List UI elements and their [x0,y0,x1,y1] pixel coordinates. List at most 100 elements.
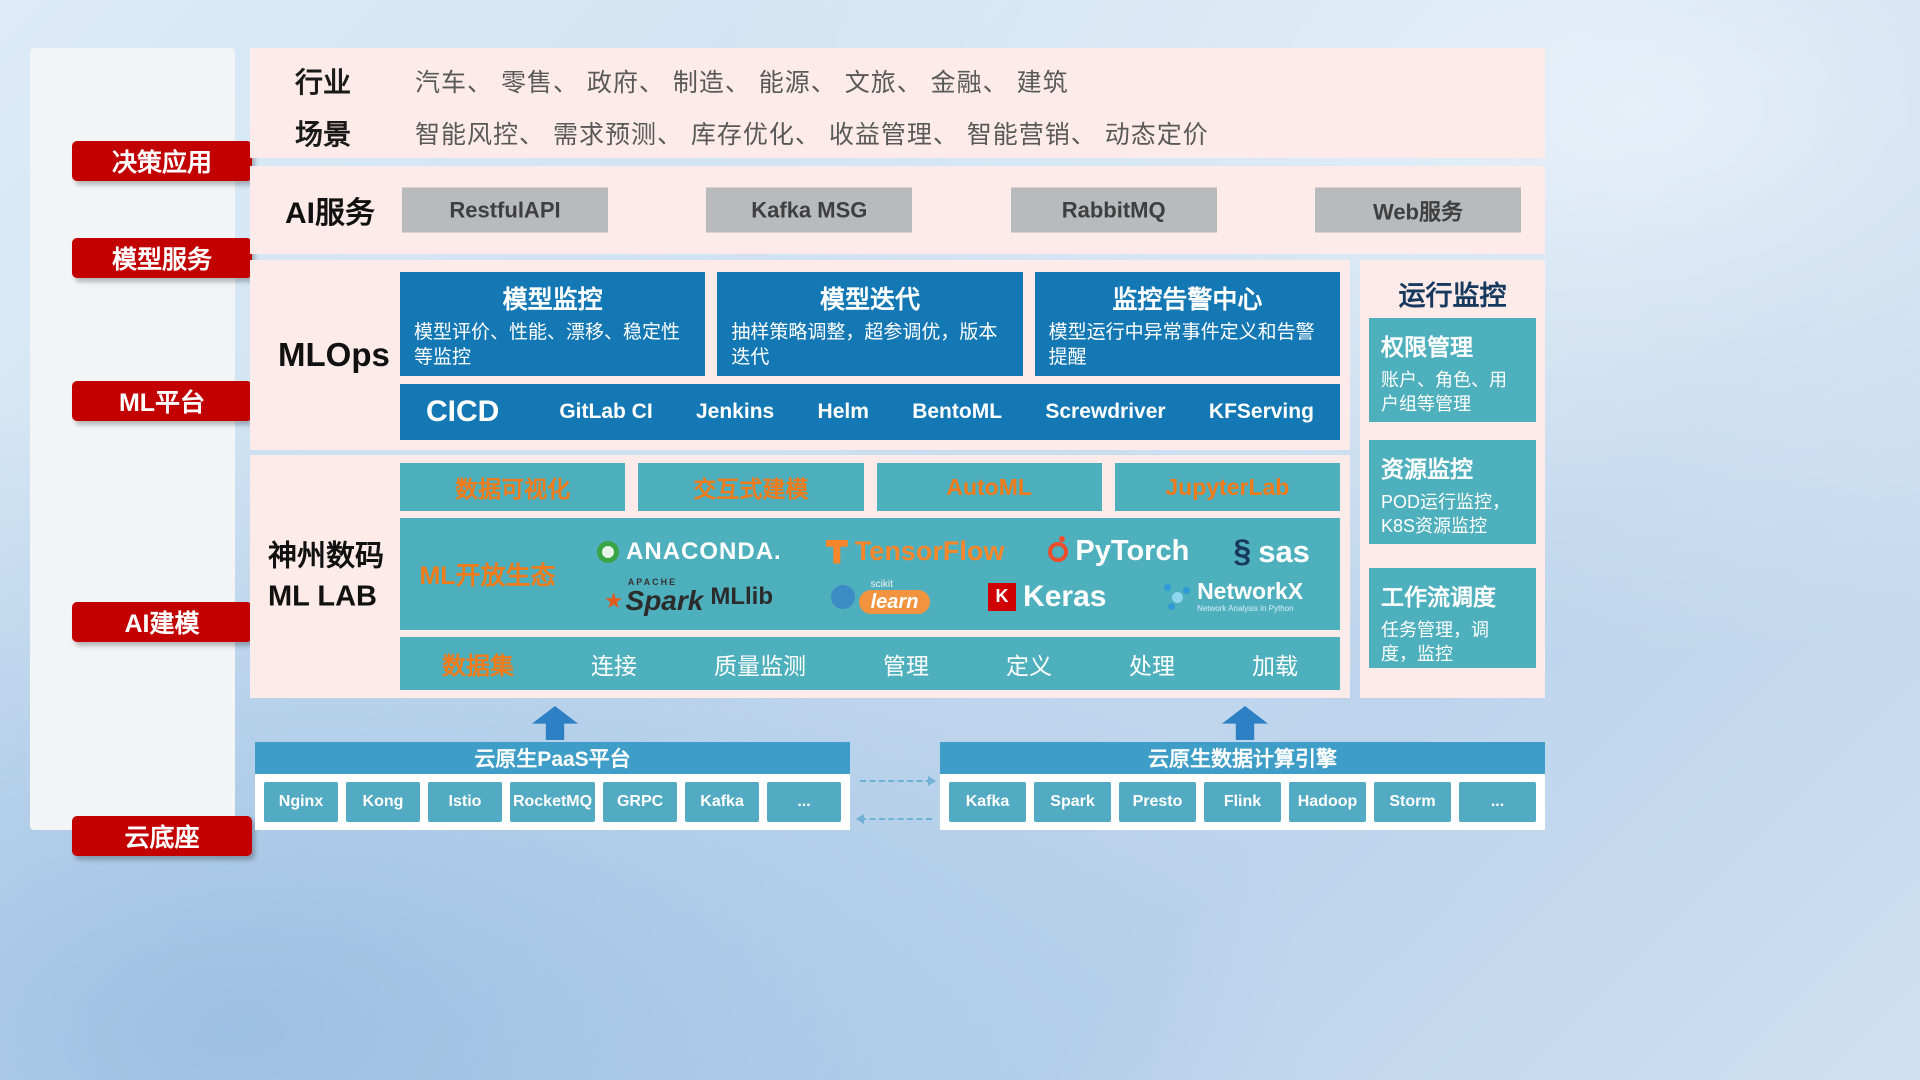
ai-service-buttons: RestfulAPI Kafka MSG RabbitMQ Web服务 [402,187,1521,233]
permission-management-card: 权限管理 账户、角色、用户组等管理 [1369,318,1536,422]
ml-lab-label-line2: ML LAB [268,580,378,613]
chip-storm: Storm [1374,782,1451,822]
pytorch-icon [1048,535,1069,562]
sidebar-item-cloud-base: 云底座 [72,816,252,856]
model-monitoring-card: 模型监控 模型评价、性能、漂移、稳定性等监控 [400,272,706,376]
ecosystem-logos: ANACONDA. TensorFlow PyTorch sas [575,533,1340,615]
anaconda-icon [597,540,620,563]
data-engine-bar: 云原生数据计算引擎 [940,742,1545,774]
ml-lab-label-line1: 神州数码 [268,539,385,572]
pytorch-text: PyTorch [1075,535,1190,567]
cicd-item-bentoml: BentoML [912,400,1003,423]
learn-text: learn [858,589,931,614]
spark-mllib-logo: APACHE Spark MLlib [604,578,773,615]
chip-rocketmq: RocketMQ [509,782,596,822]
dashed-arrow-right-icon [860,776,936,786]
cicd-bar: CICD GitLab CI Jenkins Helm BentoML Scre… [400,384,1340,440]
cicd-item-kfserving: KFServing [1208,400,1314,423]
industry-scenario-panel: 行业 汽车、 零售、 政府、 制造、 能源、 文旅、 金融、 建筑 场景 智能风… [250,48,1545,158]
chip-kong: Kong [345,782,420,822]
dataset-item-connect: 连接 [591,652,637,679]
tool-jupyterlab: JupyterLab [1114,463,1340,511]
card-title: 模型监控 [502,286,603,314]
paas-platform-components: Nginx Kong Istio RocketMQ GRPC Kafka ... [255,774,850,830]
keras-logo: K Keras [988,580,1106,614]
networkx-wordmark: NetworkX Network Analysis in Python [1197,579,1303,613]
sas-text: sas [1258,533,1310,569]
card-title: 工作流调度 [1381,584,1496,610]
anaconda-logo: ANACONDA. [597,538,782,566]
left-sidebar: 决策应用 模型服务 ML平台 AI建模 云底座 [30,48,252,856]
ai-service-rabbitmq: RabbitMQ [1010,187,1217,233]
card-title: 资源监控 [1381,456,1473,482]
mlops-panel: MLOps 模型监控 模型评价、性能、漂移、稳定性等监控 模型迭代 抽样策略调整… [250,260,1350,450]
cicd-item-gitlab-ci: GitLab CI [559,400,653,423]
mllib-text: MLlib [710,582,774,610]
spark-text: Spark [625,585,704,616]
ecosystem-label: ML开放生态 [419,562,556,590]
mlops-cards: 模型监控 模型评价、性能、漂移、稳定性等监控 模型迭代 抽样策略调整，超参调优，… [400,272,1340,376]
chip-kafka: Kafka [949,782,1026,822]
model-iteration-card: 模型迭代 抽样策略调整，超参调优，版本迭代 [717,272,1023,376]
dataset-item-manage: 管理 [883,652,929,679]
scikit-text: scikit [870,578,893,590]
dataset-item-define: 定义 [1006,652,1052,679]
card-body: 模型评价、性能、漂移、稳定性等监控 [414,322,681,368]
scikit-learn-wordmark: scikit learn [858,578,931,614]
ecosystem-logo-row-2: APACHE Spark MLlib scikit learn [575,578,1332,615]
spark-main: Spark [604,587,704,615]
industry-list: 汽车、 零售、 政府、 制造、 能源、 文旅、 金融、 建筑 [415,69,1069,97]
chip-presto: Presto [1119,782,1196,822]
card-body: 任务管理，调度，监控 [1381,620,1489,665]
cicd-item-helm: Helm [817,400,869,423]
dataset-item-process: 处理 [1129,652,1175,679]
card-title: 监控告警中心 [1112,286,1263,314]
networkx-icon [1164,583,1190,610]
sidebar-item-ml-platform: ML平台 [72,381,252,421]
ml-lab-label: 神州数码 ML LAB [268,536,384,617]
ai-service-kafka-msg: Kafka MSG [706,187,913,233]
scikit-learn-icon [830,584,855,609]
spark-star-icon [604,590,626,612]
run-monitoring-panel: 运行监控 权限管理 账户、角色、用户组等管理 资源监控 POD运行监控，K8S资… [1360,260,1545,698]
card-body: 账户、角色、用户组等管理 [1381,370,1507,415]
mlops-label: MLOps [278,336,390,373]
chip-grpc: GRPC [603,782,678,822]
ecosystem-logo-row-1: ANACONDA. TensorFlow PyTorch sas [575,533,1332,570]
apache-text: APACHE [627,577,678,587]
card-body: 抽样策略调整，超参调优，版本迭代 [731,322,998,368]
networkx-subtext: Network Analysis in Python [1197,603,1294,613]
cicd-items: GitLab CI Jenkins Helm BentoML Screwdriv… [559,400,1314,424]
dataset-item-quality: 质量监测 [714,652,806,679]
chip-flink: Flink [1204,782,1281,822]
tool-automl: AutoML [876,463,1102,511]
spark-logo: APACHE Spark [604,578,704,615]
alert-center-card: 监控告警中心 模型运行中异常事件定义和告警提醒 [1034,272,1340,376]
scenario-line: 场景 智能风控、 需求预测、 库存优化、 收益管理、 智能营销、 动态定价 [295,113,1545,153]
sas-icon [1233,533,1251,570]
tensorflow-logo: TensorFlow [825,536,1005,567]
ai-service-label: AI服务 [285,197,375,230]
ml-lab-tools: 数据可视化 交互式建模 AutoML JupyterLab [400,463,1340,511]
resource-monitoring-card: 资源监控 POD运行监控，K8S资源监控 [1369,440,1536,544]
sas-logo: sas [1233,533,1310,570]
chip-nginx: Nginx [264,782,338,822]
ai-service-web: Web服务 [1314,187,1521,233]
chip-more: ... [767,782,842,822]
chip-istio: Istio [427,782,502,822]
scenario-label: 场景 [295,119,352,150]
paas-platform-bar: 云原生PaaS平台 [255,742,850,774]
tensorflow-text: TensorFlow [854,536,1005,566]
dataset-item-load: 加载 [1252,652,1298,679]
sidebar-item-decision-application: 决策应用 [72,141,252,181]
tensorflow-icon [825,539,848,564]
industry-label: 行业 [295,67,352,98]
card-title: 模型迭代 [819,286,920,314]
anaconda-text: ANACONDA. [626,537,782,565]
industry-line: 行业 汽车、 零售、 政府、 制造、 能源、 文旅、 金融、 建筑 [295,61,1545,101]
dataset-bar: 数据集 连接 质量监测 管理 定义 处理 加载 [400,637,1340,690]
chip-more: ... [1459,782,1536,822]
card-title: 权限管理 [1381,334,1473,360]
run-monitoring-title: 运行监控 [1398,281,1507,311]
